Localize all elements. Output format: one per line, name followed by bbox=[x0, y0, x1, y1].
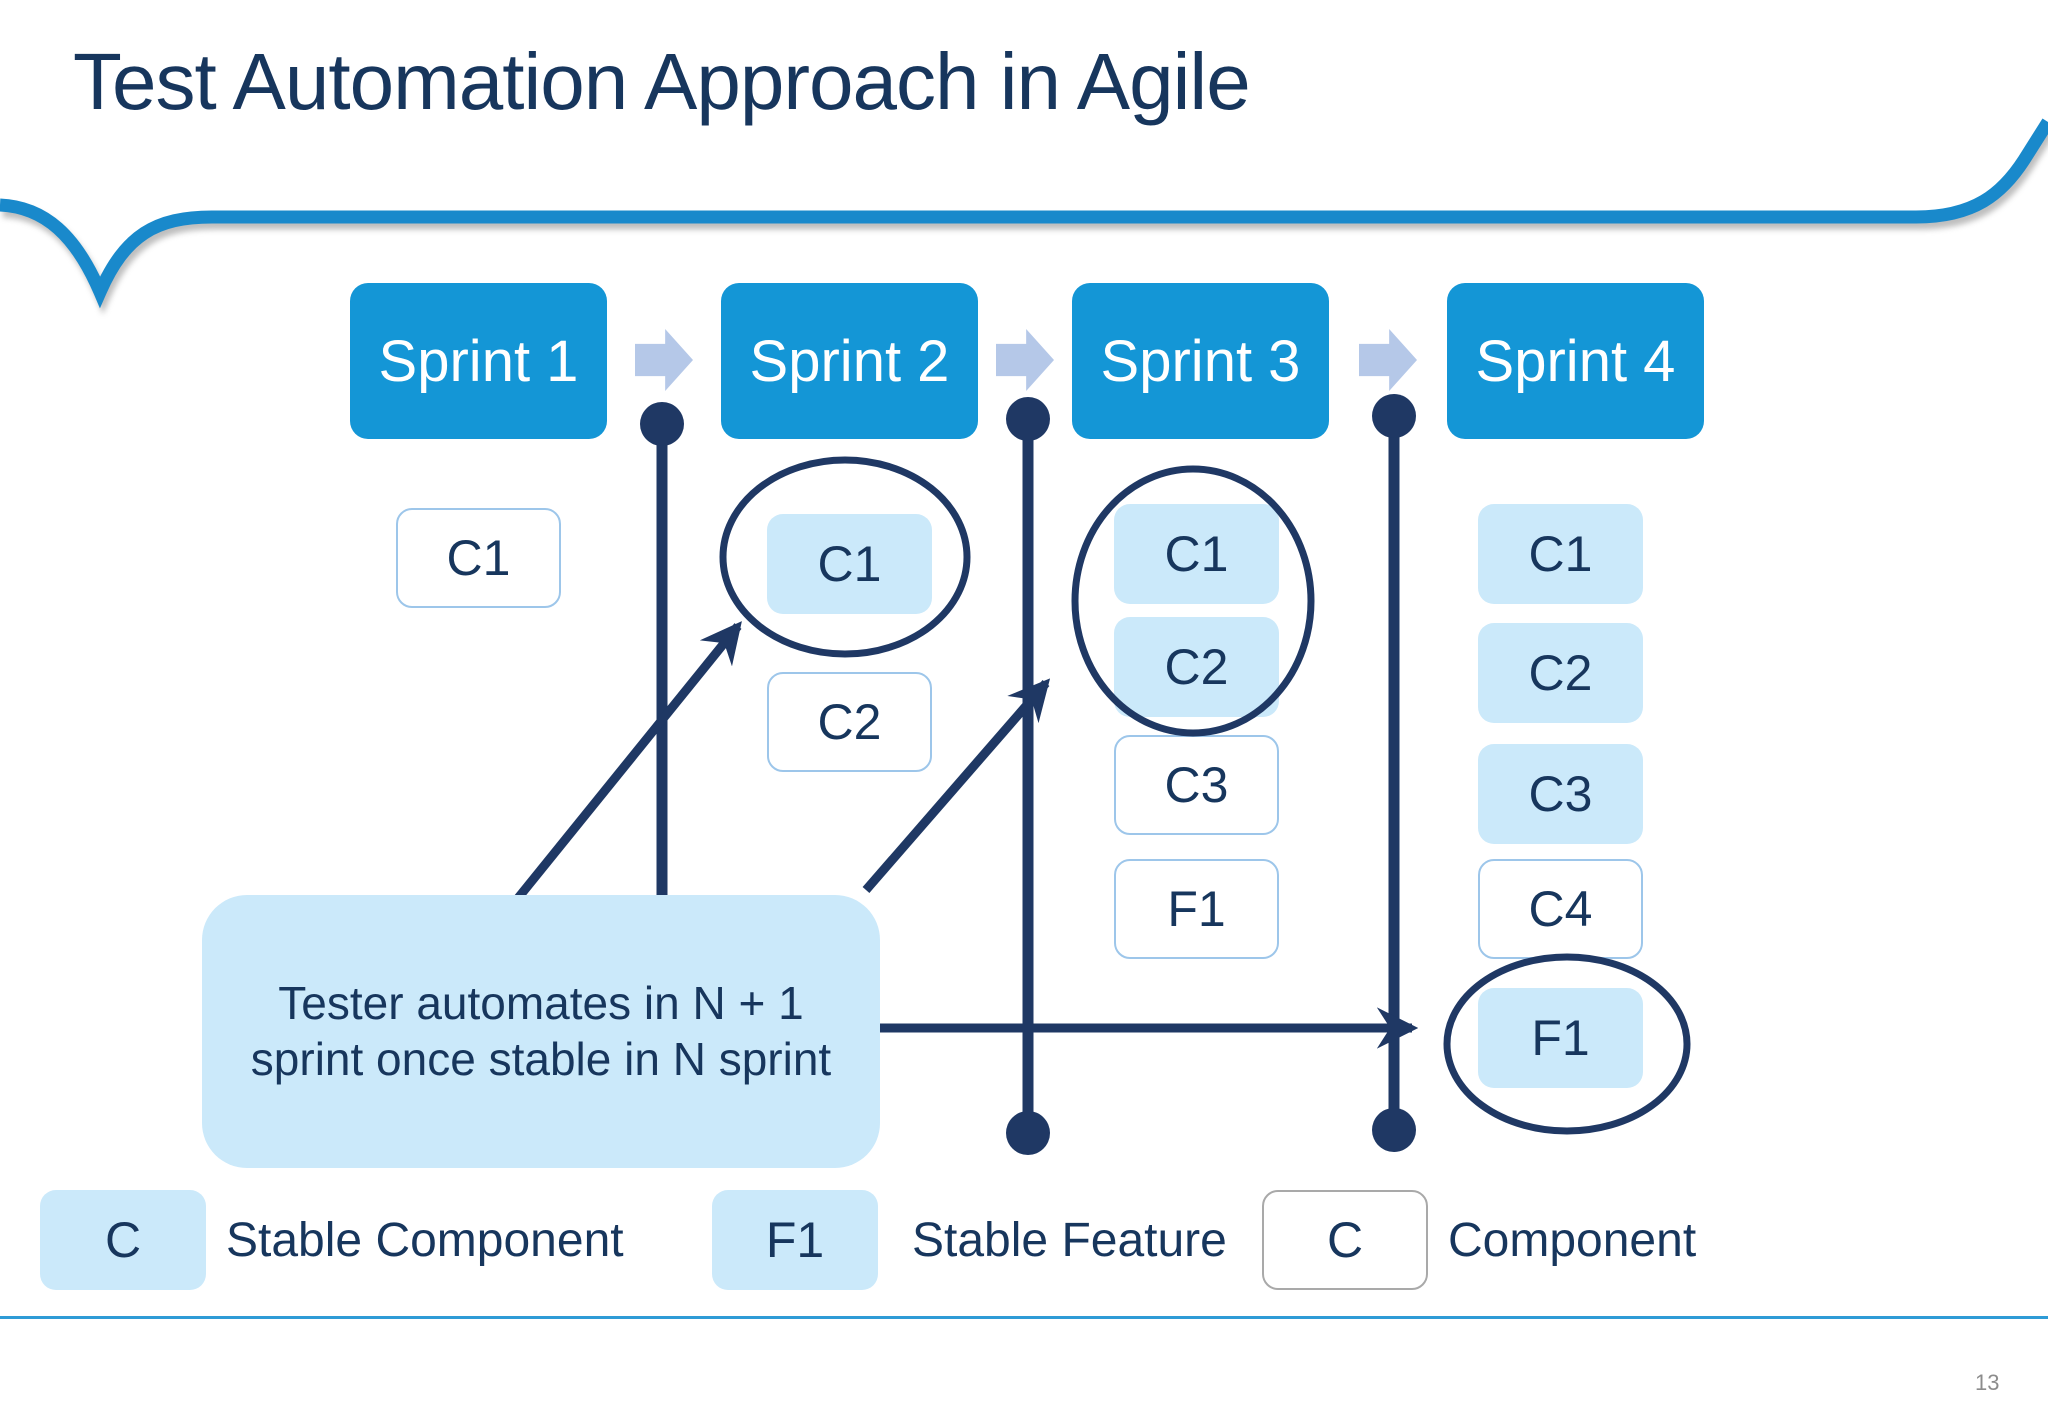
flow-arrow-icon bbox=[635, 329, 693, 391]
milestone-dot bbox=[1372, 394, 1416, 438]
legend-stable-feature-label: Stable Feature bbox=[912, 1213, 1227, 1267]
legend-component-swatch: C bbox=[1262, 1190, 1428, 1290]
swoosh-decoration-icon bbox=[0, 118, 2048, 309]
sprint1-component-c1: C1 bbox=[396, 508, 561, 608]
callout-line-1: Tester automates in N + 1 bbox=[278, 977, 804, 1030]
sprint-3-box: Sprint 3 bbox=[1072, 283, 1329, 439]
flow-arrow-icon bbox=[1359, 329, 1417, 391]
sprint2-component-c2: C2 bbox=[767, 672, 932, 772]
callout-line-2: sprint once stable in N sprint bbox=[250, 1032, 832, 1085]
sprint2-component-c1: C1 bbox=[767, 514, 932, 614]
sprint4-component-c2: C2 bbox=[1478, 623, 1643, 723]
milestone-dot bbox=[640, 402, 684, 446]
arrow-to-sprint2-c1 bbox=[506, 621, 742, 911]
sprint4-component-c3: C3 bbox=[1478, 744, 1643, 844]
sprint3-component-c2: C2 bbox=[1114, 617, 1279, 717]
sprint4-component-f1: F1 bbox=[1478, 988, 1643, 1088]
sprint3-component-c1: C1 bbox=[1114, 504, 1279, 604]
footer-divider bbox=[0, 1316, 2048, 1319]
milestone-dot bbox=[1006, 397, 1050, 441]
legend-component-label: Component bbox=[1448, 1213, 1697, 1267]
legend-stable-component-label: Stable Component bbox=[226, 1213, 624, 1267]
sprint-1-box: Sprint 1 bbox=[350, 283, 607, 439]
sprint-2-box: Sprint 2 bbox=[721, 283, 978, 439]
callout-note: Tester automates in N + 1 sprint once st… bbox=[202, 895, 880, 1168]
legend-stable-feature-swatch: F1 bbox=[712, 1190, 878, 1290]
flow-arrow-icon bbox=[996, 329, 1054, 391]
sprint-4-box: Sprint 4 bbox=[1447, 283, 1704, 439]
legend-stable-component-swatch: C bbox=[40, 1190, 206, 1290]
page-number: 13 bbox=[1975, 1370, 2000, 1395]
slide-title: Test Automation Approach in Agile bbox=[73, 37, 1251, 126]
sprint3-component-f1: F1 bbox=[1114, 859, 1279, 959]
milestone-dot bbox=[1372, 1108, 1416, 1152]
milestone-dot bbox=[1006, 1111, 1050, 1155]
sprint3-component-c3: C3 bbox=[1114, 735, 1279, 835]
sprint4-component-c4: C4 bbox=[1478, 859, 1643, 959]
sprint4-component-c1: C1 bbox=[1478, 504, 1643, 604]
